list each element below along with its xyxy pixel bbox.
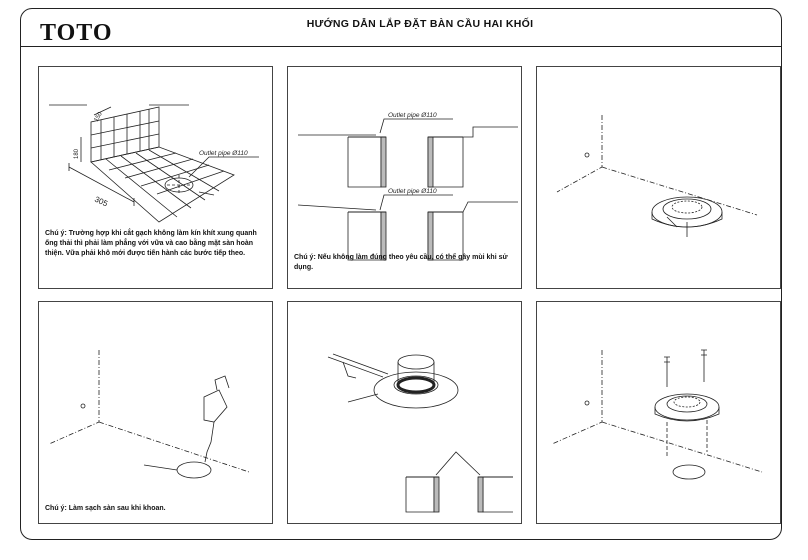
step-2-note: Chú ý: Nếu không làm đúng theo yêu cầu, … — [294, 254, 508, 271]
step-1-note: Chú ý: Trường hợp khi cắt gạch không làm… — [45, 230, 257, 257]
flange-placement-illustration — [556, 115, 758, 237]
step-4-note: Chú ý: Làm sạch sàn sau khi khoan. — [45, 505, 166, 512]
sealant-illustration — [327, 353, 513, 513]
step-panel-6 — [536, 301, 781, 524]
step-panel-1: Outlet pipe Ø110 305 150 180 Chú ý: Trườ… — [38, 66, 273, 289]
step-panel-2: Outlet pipe Ø110 Outlet pipe Ø110 Chú ý:… — [287, 66, 522, 289]
step-panel-5 — [287, 301, 522, 524]
document-title: HƯỚNG DẪN LẮP ĐẶT BÀN CẦU HAI KHỐI — [306, 18, 534, 30]
header-divider — [20, 46, 782, 47]
step-panel-4: Chú ý: Làm sạch sàn sau khi khoan. — [38, 301, 273, 524]
brand-logo: TOTO — [40, 20, 113, 46]
step-panel-3 — [536, 66, 781, 289]
pipe-section-illustration — [297, 118, 518, 261]
assembly-illustration — [551, 349, 763, 480]
drilling-illustration — [48, 350, 250, 479]
document-frame — [20, 8, 782, 540]
tiling-illustration — [49, 104, 259, 223]
